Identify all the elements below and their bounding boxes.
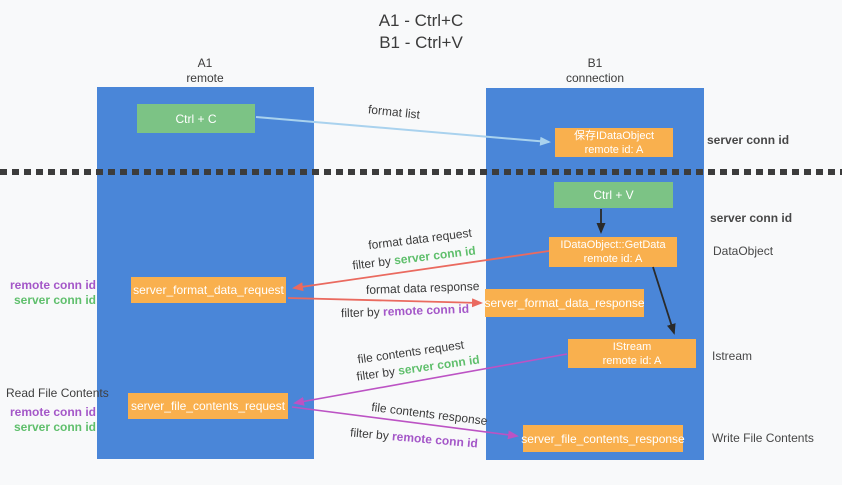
filter-by-remote-conn-id-label-2: filter by remote conn id — [350, 425, 479, 450]
left-conn-id-group-format: remote conn id server conn id — [8, 278, 96, 308]
server-format-data-response-box: server_format_data_response — [484, 289, 645, 317]
istream-side-label: Istream — [712, 349, 753, 363]
filter-by-text: filter by — [355, 364, 396, 384]
remote-conn-id-left-label-1: remote conn id — [9, 278, 96, 292]
getdata-line1: IDataObject::GetData — [560, 239, 666, 251]
left-conn-id-group-file: remote conn id server conn id — [8, 405, 96, 435]
istream-line1: IStream — [612, 340, 652, 353]
ctrl-c-box: Ctrl + C — [137, 104, 255, 133]
format-data-response-label: format data response — [365, 279, 480, 297]
filter-by-text: filter by — [349, 425, 390, 443]
ctrl-v-box: Ctrl + V — [554, 182, 673, 208]
file-contents-response-label: file contents response — [370, 399, 489, 429]
server-file-contents-response-label: server_file_contents_response — [521, 431, 685, 446]
server-format-data-request-label: server_format_data_request — [133, 283, 284, 297]
dashed-separator — [0, 169, 842, 175]
read-file-contents-label: Read File Contents — [6, 386, 109, 400]
column-header-b1: B1 connection — [545, 56, 645, 86]
dataobject-side-label: DataObject — [713, 244, 774, 258]
server-file-contents-response-box: server_file_contents_response — [521, 425, 685, 452]
istream-line2: remote id: A — [602, 354, 662, 367]
column-a1-name: A1 — [197, 56, 213, 70]
remote-conn-id-text: remote conn id — [382, 301, 470, 319]
server-conn-id-side-label-top: server conn id — [707, 133, 790, 147]
column-b1-subtitle: connection — [565, 71, 625, 85]
diagram-title: A1 - Ctrl+C B1 - Ctrl+V — [0, 10, 842, 54]
server-conn-id-left-label-1: server conn id — [13, 293, 96, 307]
idataobject-getdata-box: IDataObject::GetData remote id: A — [549, 237, 677, 267]
server-format-data-response-label: server_format_data_response — [484, 296, 645, 310]
server-file-contents-request-label: server_file_contents_request — [130, 399, 286, 413]
column-b1-name: B1 — [587, 56, 603, 70]
format-list-label: format list — [367, 102, 421, 122]
filter-by-remote-conn-id-label-1: filter by remote conn id — [341, 302, 469, 320]
save-idataobject-line2: remote id: A — [584, 143, 644, 156]
server-conn-id-left-label-2: server conn id — [13, 420, 96, 434]
filter-by-text: filter by — [351, 253, 392, 273]
filter-by-text: filter by — [340, 304, 380, 321]
title-line-a1: A1 - Ctrl+C — [378, 11, 464, 30]
remote-conn-id-text: remote conn id — [391, 429, 479, 451]
getdata-line2: remote id: A — [583, 253, 643, 265]
server-format-data-request-box: server_format_data_request — [131, 277, 286, 303]
write-file-contents-label: Write File Contents — [712, 431, 814, 445]
save-idataobject-line1: 保存IDataObject — [573, 129, 655, 142]
column-a1-subtitle: remote — [186, 71, 224, 85]
remote-conn-id-left-label-2: remote conn id — [9, 405, 96, 419]
istream-box: IStream remote id: A — [568, 339, 696, 368]
column-header-a1: A1 remote — [155, 56, 255, 86]
save-idataobject-box: 保存IDataObject remote id: A — [555, 128, 673, 157]
title-line-b1: B1 - Ctrl+V — [379, 33, 463, 52]
server-conn-id-side-label-mid: server conn id — [710, 211, 793, 225]
server-file-contents-request-box: server_file_contents_request — [128, 393, 288, 419]
ctrl-c-label: Ctrl + C — [175, 111, 217, 126]
ctrl-v-label: Ctrl + V — [593, 188, 634, 202]
